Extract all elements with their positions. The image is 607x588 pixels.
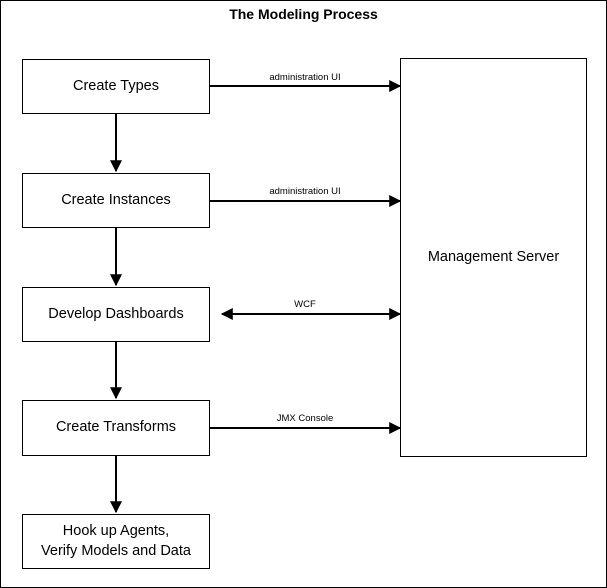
process-box-develop-dashboards[interactable]: Develop Dashboards [22, 287, 210, 342]
process-box-create-types[interactable]: Create Types [22, 59, 210, 114]
connection-label-conn-create-types: administration UI [269, 72, 341, 83]
connection-label-conn-develop-dashboards: WCF [294, 299, 316, 310]
process-box-label: Hook up Agents,Verify Models and Data [41, 522, 191, 559]
process-box-label: Develop Dashboards [48, 305, 184, 322]
connection-label-conn-create-instances: administration UI [269, 186, 341, 197]
process-box-label: Create Instances [61, 191, 171, 208]
process-box-label: Create Transforms [55, 419, 177, 436]
process-box-hook-up-agents[interactable]: Hook up Agents,Verify Models and Data [22, 514, 210, 569]
page-title: The Modeling Process [229, 6, 378, 22]
connection-label-conn-create-transforms: JMX Console [276, 413, 334, 424]
process-box-label: Create Types [73, 77, 159, 94]
process-box-create-transforms[interactable]: Create Transforms [22, 400, 210, 456]
management-server-label: Management Server [427, 249, 560, 265]
process-box-create-instances[interactable]: Create Instances [22, 173, 210, 228]
management-server-box[interactable]: Management Server [400, 58, 587, 457]
